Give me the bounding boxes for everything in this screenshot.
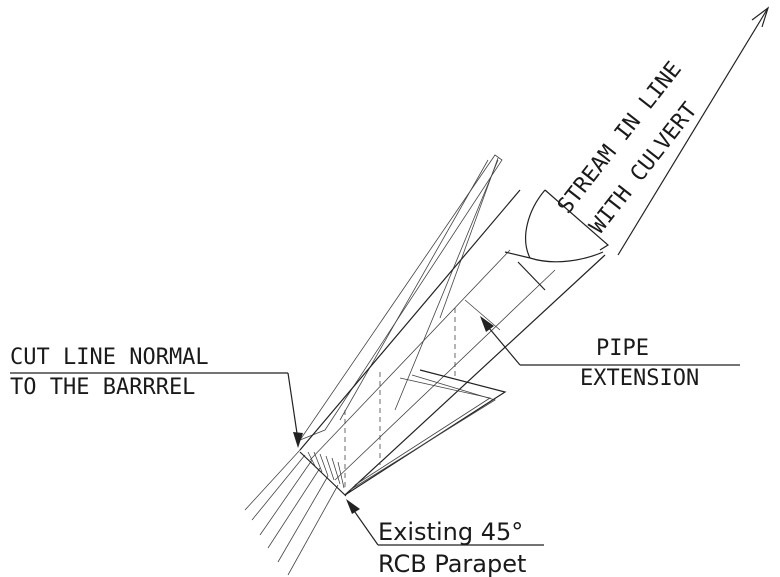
cut-line-label-line1: CUT LINE NORMAL — [10, 345, 209, 370]
pipe-extension-label-line2: EXTENSION — [580, 366, 699, 391]
cut-line-leader — [10, 372, 303, 448]
lower-wingwall — [344, 369, 507, 496]
stream-line — [617, 6, 770, 256]
parapet-leader — [346, 499, 544, 546]
parapet-label-line1: Existing 45° — [378, 518, 523, 546]
parapet-label-line2: RCB Parapet — [378, 550, 526, 577]
cut-line-label-line2: TO THE BARRREL — [10, 375, 195, 400]
pipe-extension — [299, 189, 610, 496]
pipe-extension-label-line1: PIPE — [596, 336, 649, 361]
pipe-extension-leader — [480, 316, 740, 366]
existing-barrel — [244, 449, 339, 576]
upper-wingwall — [298, 154, 503, 441]
hidden-lines — [344, 308, 456, 490]
parapet-hatch — [299, 451, 347, 497]
